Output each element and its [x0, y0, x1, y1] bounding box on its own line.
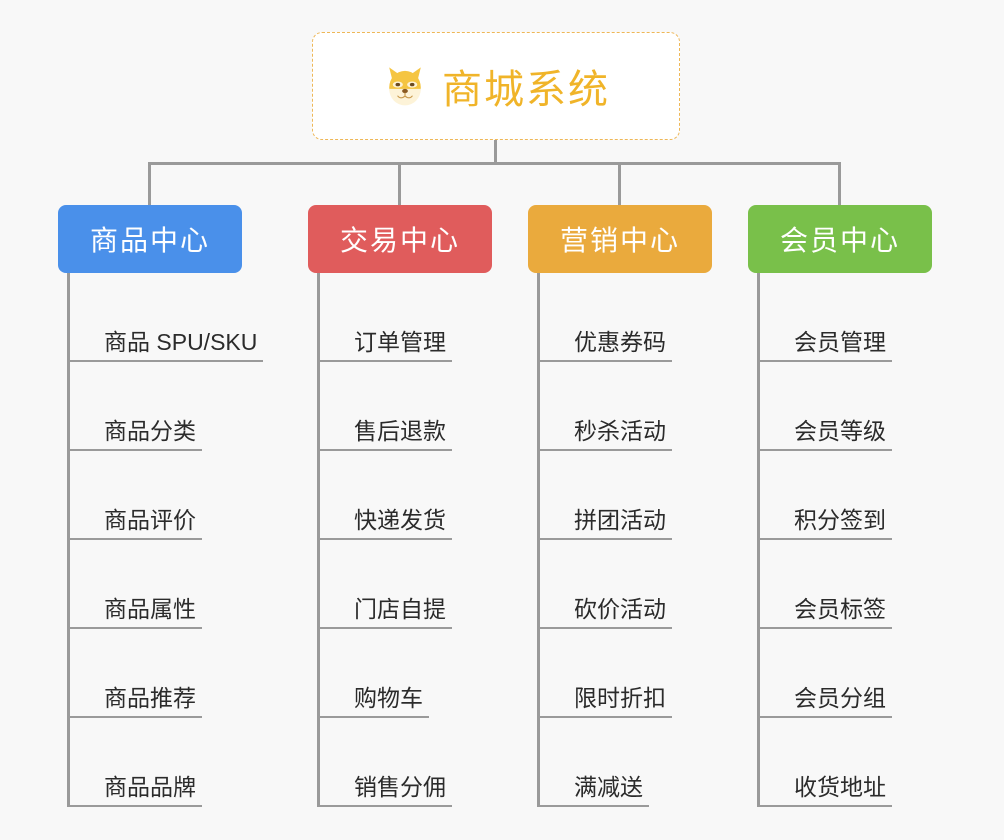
leaf-item[interactable]: 门店自提 [320, 540, 492, 629]
leaf-item-label: 限时折扣 [540, 685, 672, 718]
leaf-item-label: 会员标签 [760, 596, 892, 629]
leaf-item[interactable]: 会员等级 [760, 362, 932, 451]
root-node-mall-system[interactable]: 商城系统 [312, 32, 680, 140]
leaf-item[interactable]: 商品推荐 [70, 629, 242, 718]
leaf-item[interactable]: 商品品牌 [70, 718, 242, 807]
leaf-item[interactable]: 售后退款 [320, 362, 492, 451]
leaf-item[interactable]: 秒杀活动 [540, 362, 712, 451]
dog-face-icon [382, 63, 428, 109]
leaf-item-label: 砍价活动 [540, 596, 672, 629]
leaf-item[interactable]: 砍价活动 [540, 540, 712, 629]
leaf-item[interactable]: 商品属性 [70, 540, 242, 629]
branch-header-label: 商品中心 [89, 225, 210, 256]
leaf-item-label: 门店自提 [320, 596, 452, 629]
leaf-item-label: 拼团活动 [540, 507, 672, 540]
branch-header-4[interactable]: 会员中心 [748, 205, 932, 273]
branch-header-1[interactable]: 商品中心 [58, 205, 242, 273]
branch-header-3[interactable]: 营销中心 [528, 205, 712, 273]
leaf-item[interactable]: 订单管理 [320, 273, 492, 362]
connector-root-stem [494, 140, 497, 164]
leaf-item-label: 订单管理 [320, 329, 452, 362]
leaf-list-4: 会员管理会员等级积分签到会员标签会员分组收货地址 [757, 273, 932, 807]
leaf-item[interactable]: 购物车 [320, 629, 492, 718]
leaf-item-label: 会员管理 [760, 329, 892, 362]
leaf-item[interactable]: 限时折扣 [540, 629, 712, 718]
branch-column-2: 交易中心订单管理售后退款快递发货门店自提购物车销售分佣 [308, 205, 492, 807]
leaf-item[interactable]: 商品评价 [70, 451, 242, 540]
leaf-item[interactable]: 商品分类 [70, 362, 242, 451]
leaf-item-label: 秒杀活动 [540, 418, 672, 451]
leaf-item[interactable]: 优惠券码 [540, 273, 712, 362]
leaf-item-label: 购物车 [320, 685, 429, 718]
leaf-item[interactable]: 快递发货 [320, 451, 492, 540]
branch-header-label: 营销中心 [559, 225, 680, 256]
leaf-list-2: 订单管理售后退款快递发货门店自提购物车销售分佣 [317, 273, 492, 807]
leaf-item[interactable]: 收货地址 [760, 718, 932, 807]
branch-header-label: 会员中心 [779, 225, 900, 256]
connector-horizontal-bus [149, 162, 841, 165]
leaf-item-label: 商品 SPU/SKU [70, 329, 264, 362]
leaf-item-label: 会员等级 [760, 418, 892, 451]
leaf-item-label: 销售分佣 [320, 774, 452, 807]
leaf-item-label: 快递发货 [320, 507, 452, 540]
connector-drop-branch-1 [148, 162, 151, 206]
leaf-item[interactable]: 会员管理 [760, 273, 932, 362]
leaf-list-3: 优惠券码秒杀活动拼团活动砍价活动限时折扣满减送 [537, 273, 712, 807]
leaf-list-1: 商品 SPU/SKU 商品分类商品评价商品属性商品推荐商品品牌 [67, 273, 264, 807]
root-node-label: 商城系统 [442, 68, 610, 112]
leaf-item[interactable]: 会员标签 [760, 540, 932, 629]
leaf-item-label: 会员分组 [760, 685, 892, 718]
connector-drop-branch-4 [838, 162, 841, 206]
leaf-item[interactable]: 满减送 [540, 718, 712, 807]
leaf-item-label: 满减送 [540, 774, 649, 807]
leaf-item[interactable]: 会员分组 [760, 629, 932, 718]
leaf-item-label: 积分签到 [760, 507, 892, 540]
leaf-item[interactable]: 商品 SPU/SKU [70, 273, 264, 362]
branch-column-3: 营销中心优惠券码秒杀活动拼团活动砍价活动限时折扣满减送 [528, 205, 712, 807]
leaf-item-label: 商品分类 [70, 418, 202, 451]
leaf-item-label: 商品品牌 [70, 774, 202, 807]
leaf-item-label: 商品推荐 [70, 685, 202, 718]
branch-header-2[interactable]: 交易中心 [308, 205, 492, 273]
leaf-item-label: 售后退款 [320, 418, 452, 451]
connector-drop-branch-2 [398, 162, 401, 206]
branch-column-1: 商品中心商品 SPU/SKU 商品分类商品评价商品属性商品推荐商品品牌 [58, 205, 264, 807]
connector-drop-branch-3 [618, 162, 621, 206]
branch-column-4: 会员中心会员管理会员等级积分签到会员标签会员分组收货地址 [748, 205, 932, 807]
branch-header-label: 交易中心 [339, 225, 460, 256]
leaf-item-label: 商品属性 [70, 596, 202, 629]
leaf-item[interactable]: 销售分佣 [320, 718, 492, 807]
leaf-item-label: 优惠券码 [540, 329, 672, 362]
leaf-item[interactable]: 拼团活动 [540, 451, 712, 540]
leaf-item-label: 商品评价 [70, 507, 202, 540]
leaf-item-label: 收货地址 [760, 774, 892, 807]
leaf-item[interactable]: 积分签到 [760, 451, 932, 540]
